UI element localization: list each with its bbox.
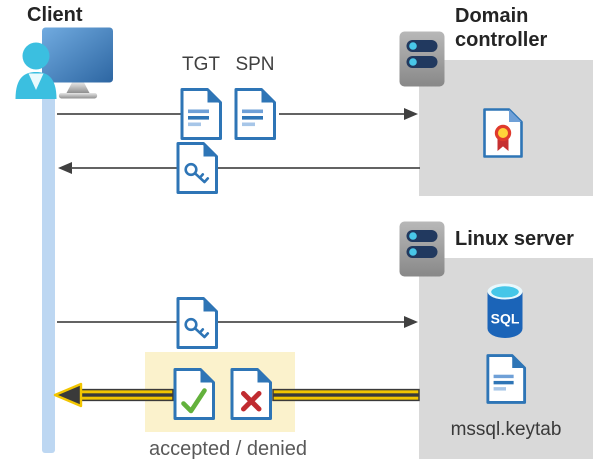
tgt-document-icon — [179, 87, 223, 141]
client-icon — [15, 27, 113, 99]
linux-server-icon — [398, 220, 448, 278]
ticket-response-arrow — [58, 162, 420, 174]
denied-document-icon — [229, 367, 273, 421]
spn-label: SPN — [235, 54, 275, 75]
accepted-document-icon — [172, 367, 216, 421]
certificate-document-icon — [483, 108, 523, 158]
domain-controller-label: Domain controller — [455, 5, 548, 51]
domain-controller-server-icon — [398, 30, 448, 88]
service-ticket-arrow — [57, 316, 418, 328]
service-key-document-icon — [175, 296, 219, 350]
client-lifeline-bar — [42, 86, 55, 453]
sql-database-icon: SQL — [487, 283, 523, 338]
spn-document-icon — [233, 87, 277, 141]
ticket-request-arrow — [57, 108, 418, 120]
sql-label: SQL — [491, 311, 520, 327]
key-ticket-document-icon — [175, 141, 219, 195]
keytab-document-icon — [485, 353, 527, 405]
linux-server-label: Linux server — [455, 228, 574, 250]
client-label: Client — [27, 4, 83, 26]
auth-result-arrow — [53, 382, 420, 408]
tgt-label: TGT — [182, 54, 220, 75]
result-label: accepted / denied — [149, 438, 307, 460]
keytab-label: mssql.keytab — [450, 419, 562, 440]
